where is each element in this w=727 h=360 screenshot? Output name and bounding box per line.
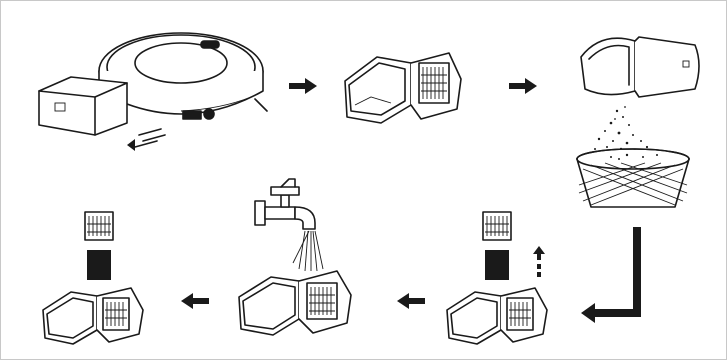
reassemble-filter-and-sponge-icon [37,206,157,346]
arrow-left-2 [179,291,211,311]
arrow-right-2 [507,76,539,96]
arrow-down-left [579,223,649,323]
step-2-open-dustbin [341,39,466,129]
arrow-left-1 [395,291,427,311]
step-6-reassemble [37,206,157,346]
remove-filter-and-sponge-icon [441,206,561,346]
open-dustbin-filter-icon [341,39,466,129]
empty-dustbin-into-trash-icon [571,19,711,214]
rinse-dustbin-under-tap-icon [233,173,373,348]
robot-vacuum-dustbin-removal-icon [31,19,281,159]
step-1-remove-dustbin [31,19,281,159]
step-3-empty-dustbin [571,19,711,214]
step-4-remove-filter [441,206,561,346]
arrow-right-1 [287,76,319,96]
arrow-down-left-icon [579,223,649,323]
arrow-left-icon [179,291,211,311]
arrow-right-icon [287,76,319,96]
arrow-right-icon [507,76,539,96]
step-5-rinse-dustbin [233,173,373,348]
arrow-left-icon [395,291,427,311]
